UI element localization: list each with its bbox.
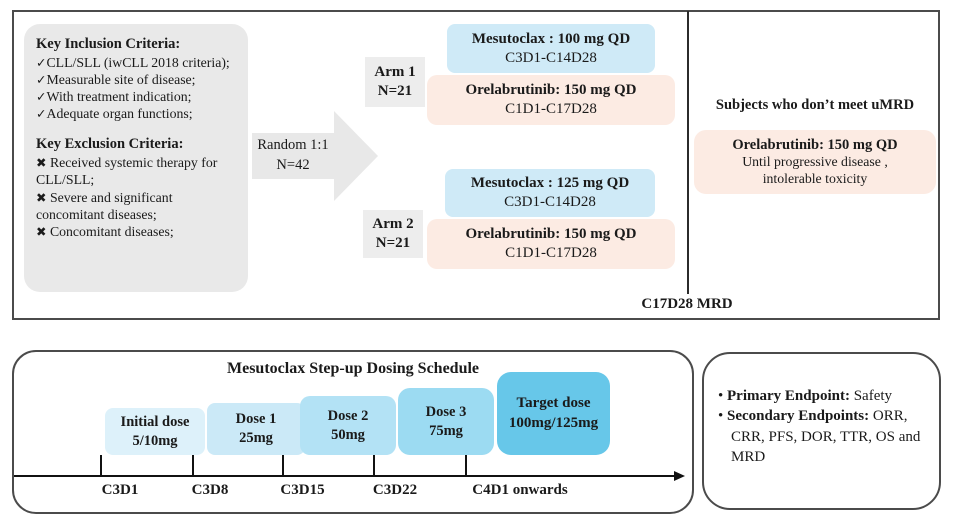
- umrd-orelabrutinib-box: Orelabrutinib: 150 mg QD Until progressi…: [694, 130, 936, 194]
- dose-box-target: Target dose 100mg/125mg: [497, 372, 610, 455]
- arm2-mesutoclax-box: Mesutoclax : 125 mg QD C3D1-C14D28: [445, 169, 655, 217]
- endpoints-panel: [702, 352, 941, 510]
- bullet-icon: •: [718, 408, 724, 425]
- endpoints-text: • Primary Endpoint: Safety • Secondary E…: [718, 386, 928, 467]
- dose-box-1: Dose 1 25mg: [207, 403, 305, 455]
- check-icon: ✓: [36, 72, 47, 88]
- dose-box-initial: Initial dose 5/10mg: [105, 408, 205, 455]
- check-icon: ✓: [36, 54, 47, 70]
- exclusion-criteria-title: Key Exclusion Criteria:: [36, 136, 184, 153]
- inclusion-criteria-title: Key Inclusion Criteria:: [36, 36, 181, 52]
- secondary-endpoints-item: • Secondary Endpoints: ORR, CRR, PFS, DO…: [718, 408, 921, 465]
- timeline-tick: [192, 455, 194, 475]
- dose-box-2: Dose 2 50mg: [300, 396, 396, 455]
- inclusion-item: ✓Measurable site of disease;: [36, 72, 196, 88]
- randomization-arrow-tail: [252, 133, 334, 179]
- arm2-label: Arm 2 N=21: [363, 210, 423, 258]
- criteria-box: Key Inclusion Criteria: ✓CLL/SLL (iwCLL …: [24, 24, 248, 292]
- cross-icon: ✖: [36, 155, 47, 171]
- inclusion-item: ✓With treatment indication;: [36, 89, 192, 105]
- exclusion-item: ✖ Severe and significant concomitant dis…: [36, 189, 173, 222]
- umrd-heading: Subjects who don’t meet uMRD: [715, 97, 915, 113]
- timeline-tick: [465, 455, 467, 475]
- dosing-timeline-axis: [14, 475, 678, 477]
- timeline-arrowhead-icon: [674, 471, 685, 481]
- timeline-label-c3d1: C3D1: [101, 482, 139, 498]
- exclusion-item: ✖ Concomitant diseases;: [36, 223, 174, 239]
- mrd-divider-line: [687, 11, 689, 294]
- dosing-schedule-title: Mesutoclax Step-up Dosing Schedule: [226, 360, 480, 377]
- dose-box-3: Dose 3 75mg: [398, 388, 494, 455]
- cross-icon: ✖: [36, 223, 47, 239]
- arm1-label: Arm 1 N=21: [365, 57, 425, 107]
- timeline-label-c3d15: C3D15: [280, 482, 325, 498]
- bullet-icon: •: [718, 388, 724, 404]
- cross-icon: ✖: [36, 189, 47, 205]
- inclusion-item: ✓Adequate organ functions;: [36, 106, 193, 122]
- arm2-orelabrutinib-box: Orelabrutinib: 150 mg QD C1D1-C17D28: [427, 219, 675, 269]
- randomization-label: Random 1:1 N=42: [257, 137, 329, 173]
- primary-endpoint-item: • Primary Endpoint: Safety: [718, 388, 893, 404]
- timeline-label-c3d22: C3D22: [372, 482, 418, 498]
- timeline-label-c4d1-onwards: C4D1 onwards: [472, 482, 568, 498]
- arm1-orelabrutinib-box: Orelabrutinib: 150 mg QD C1D1-C17D28: [427, 75, 675, 125]
- timeline-tick: [100, 455, 102, 475]
- exclusion-item: ✖ Received systemic therapy for CLL/SLL;: [36, 155, 218, 188]
- inclusion-item: ✓CLL/SLL (iwCLL 2018 criteria);: [36, 54, 230, 70]
- mrd-timepoint-label: C17D28 MRD: [641, 296, 733, 312]
- check-icon: ✓: [36, 106, 47, 122]
- arm1-mesutoclax-box: Mesutoclax : 100 mg QD C3D1-C14D28: [447, 24, 655, 73]
- randomization-arrow-head: [334, 111, 378, 201]
- timeline-tick: [282, 455, 284, 475]
- timeline-tick: [373, 455, 375, 475]
- timeline-label-c3d8: C3D8: [191, 482, 229, 498]
- check-icon: ✓: [36, 89, 47, 105]
